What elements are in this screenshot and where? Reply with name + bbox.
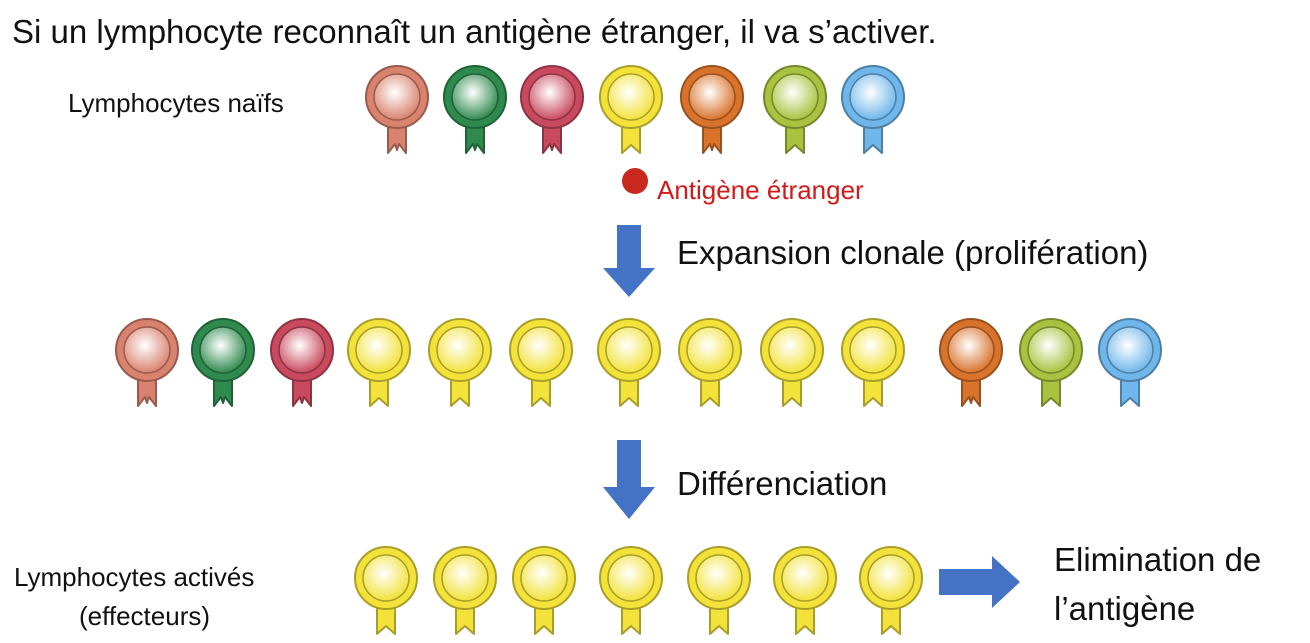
- lymphocyte-yellow-icon: [354, 546, 418, 635]
- lymphocyte-yellow-icon: [599, 546, 663, 635]
- clonal-expansion-label: Expansion clonale (prolifération): [677, 234, 1149, 271]
- lymphocyte-blue-icon: [841, 65, 905, 154]
- differentiation-label: Différenciation: [677, 465, 888, 502]
- lymphocyte-yellow-icon: [678, 318, 742, 407]
- down-arrow-icon: [603, 225, 655, 297]
- antigen-elimination-label-line1: Elimination de: [1054, 541, 1262, 578]
- lymphocyte-yellow-icon: [841, 318, 905, 407]
- lymphocyte-yellow-icon: [512, 546, 576, 635]
- lymphocyte-lime-icon: [763, 65, 827, 154]
- lymphocyte-salmon-icon: [115, 318, 179, 407]
- expanded-lymphocytes-row: [115, 318, 1162, 407]
- lymphocyte-blue-icon: [1098, 318, 1162, 407]
- naive-lymphocytes-row: [365, 65, 905, 154]
- lymphocyte-yellow-icon: [773, 546, 837, 635]
- page-title: Si un lymphocyte reconnaît un antigène é…: [12, 13, 937, 50]
- lymphocyte-yellow-icon: [687, 546, 751, 635]
- lymphocyte-yellow-icon: [509, 318, 573, 407]
- lymphocyte-lime-icon: [1019, 318, 1083, 407]
- down-arrow-icon: [603, 440, 655, 519]
- lymphocyte-crimson-icon: [270, 318, 334, 407]
- foreign-antigen-label: Antigène étranger: [657, 175, 864, 205]
- lymphocyte-yellow-icon: [347, 318, 411, 407]
- activated-lymphocytes-label: Lymphocytes activés: [14, 562, 255, 592]
- lymphocyte-crimson-icon: [520, 65, 584, 154]
- right-arrow-icon: [939, 556, 1020, 608]
- lymphocyte-yellow-icon: [859, 546, 923, 635]
- antigen-elimination-label-line2: l’antigène: [1054, 590, 1196, 627]
- effectors-label: (effecteurs): [79, 601, 211, 631]
- lymphocyte-yellow-icon: [597, 318, 661, 407]
- activated-lymphocytes-row: [354, 546, 923, 635]
- lymphocyte-yellow-icon: [428, 318, 492, 407]
- lymphocyte-orange-icon: [939, 318, 1003, 407]
- lymphocyte-green-icon: [191, 318, 255, 407]
- lymphocyte-yellow-icon: [760, 318, 824, 407]
- lymphocyte-orange-icon: [680, 65, 744, 154]
- lymphocyte-green-icon: [443, 65, 507, 154]
- naive-lymphocytes-label: Lymphocytes naïfs: [68, 88, 284, 118]
- lymphocyte-yellow-icon: [433, 546, 497, 635]
- lymphocyte-salmon-icon: [365, 65, 429, 154]
- antigen-particle-icon: [622, 168, 648, 194]
- lymphocyte-yellow-icon: [599, 65, 663, 154]
